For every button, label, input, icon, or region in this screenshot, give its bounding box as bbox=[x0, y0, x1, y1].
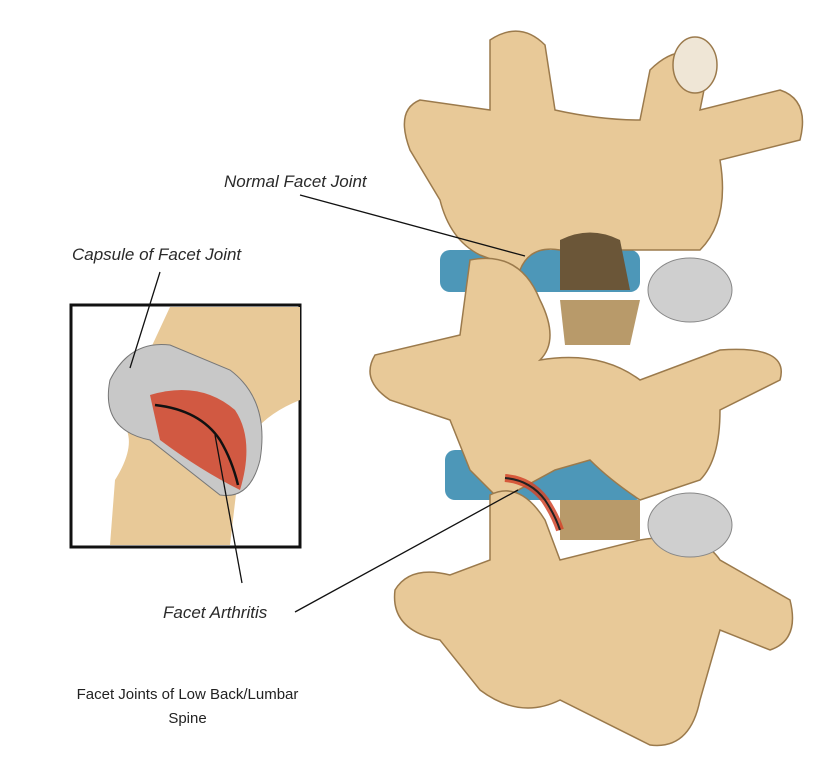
label-facet-arthritis: Facet Arthritis bbox=[163, 603, 268, 622]
facet-capsules bbox=[647, 257, 733, 558]
inset-detail bbox=[69, 303, 302, 549]
figure-caption: Facet Joints of Low Back/Lumbar Spine bbox=[76, 686, 299, 727]
upper-vertebra bbox=[403, 30, 804, 290]
lower-vertebra bbox=[393, 490, 794, 747]
label-normal-facet-joint: Normal Facet Joint bbox=[224, 172, 367, 191]
label-capsule-of-facet-joint: Capsule of Facet Joint bbox=[72, 245, 242, 264]
leader-lines bbox=[129, 194, 526, 613]
